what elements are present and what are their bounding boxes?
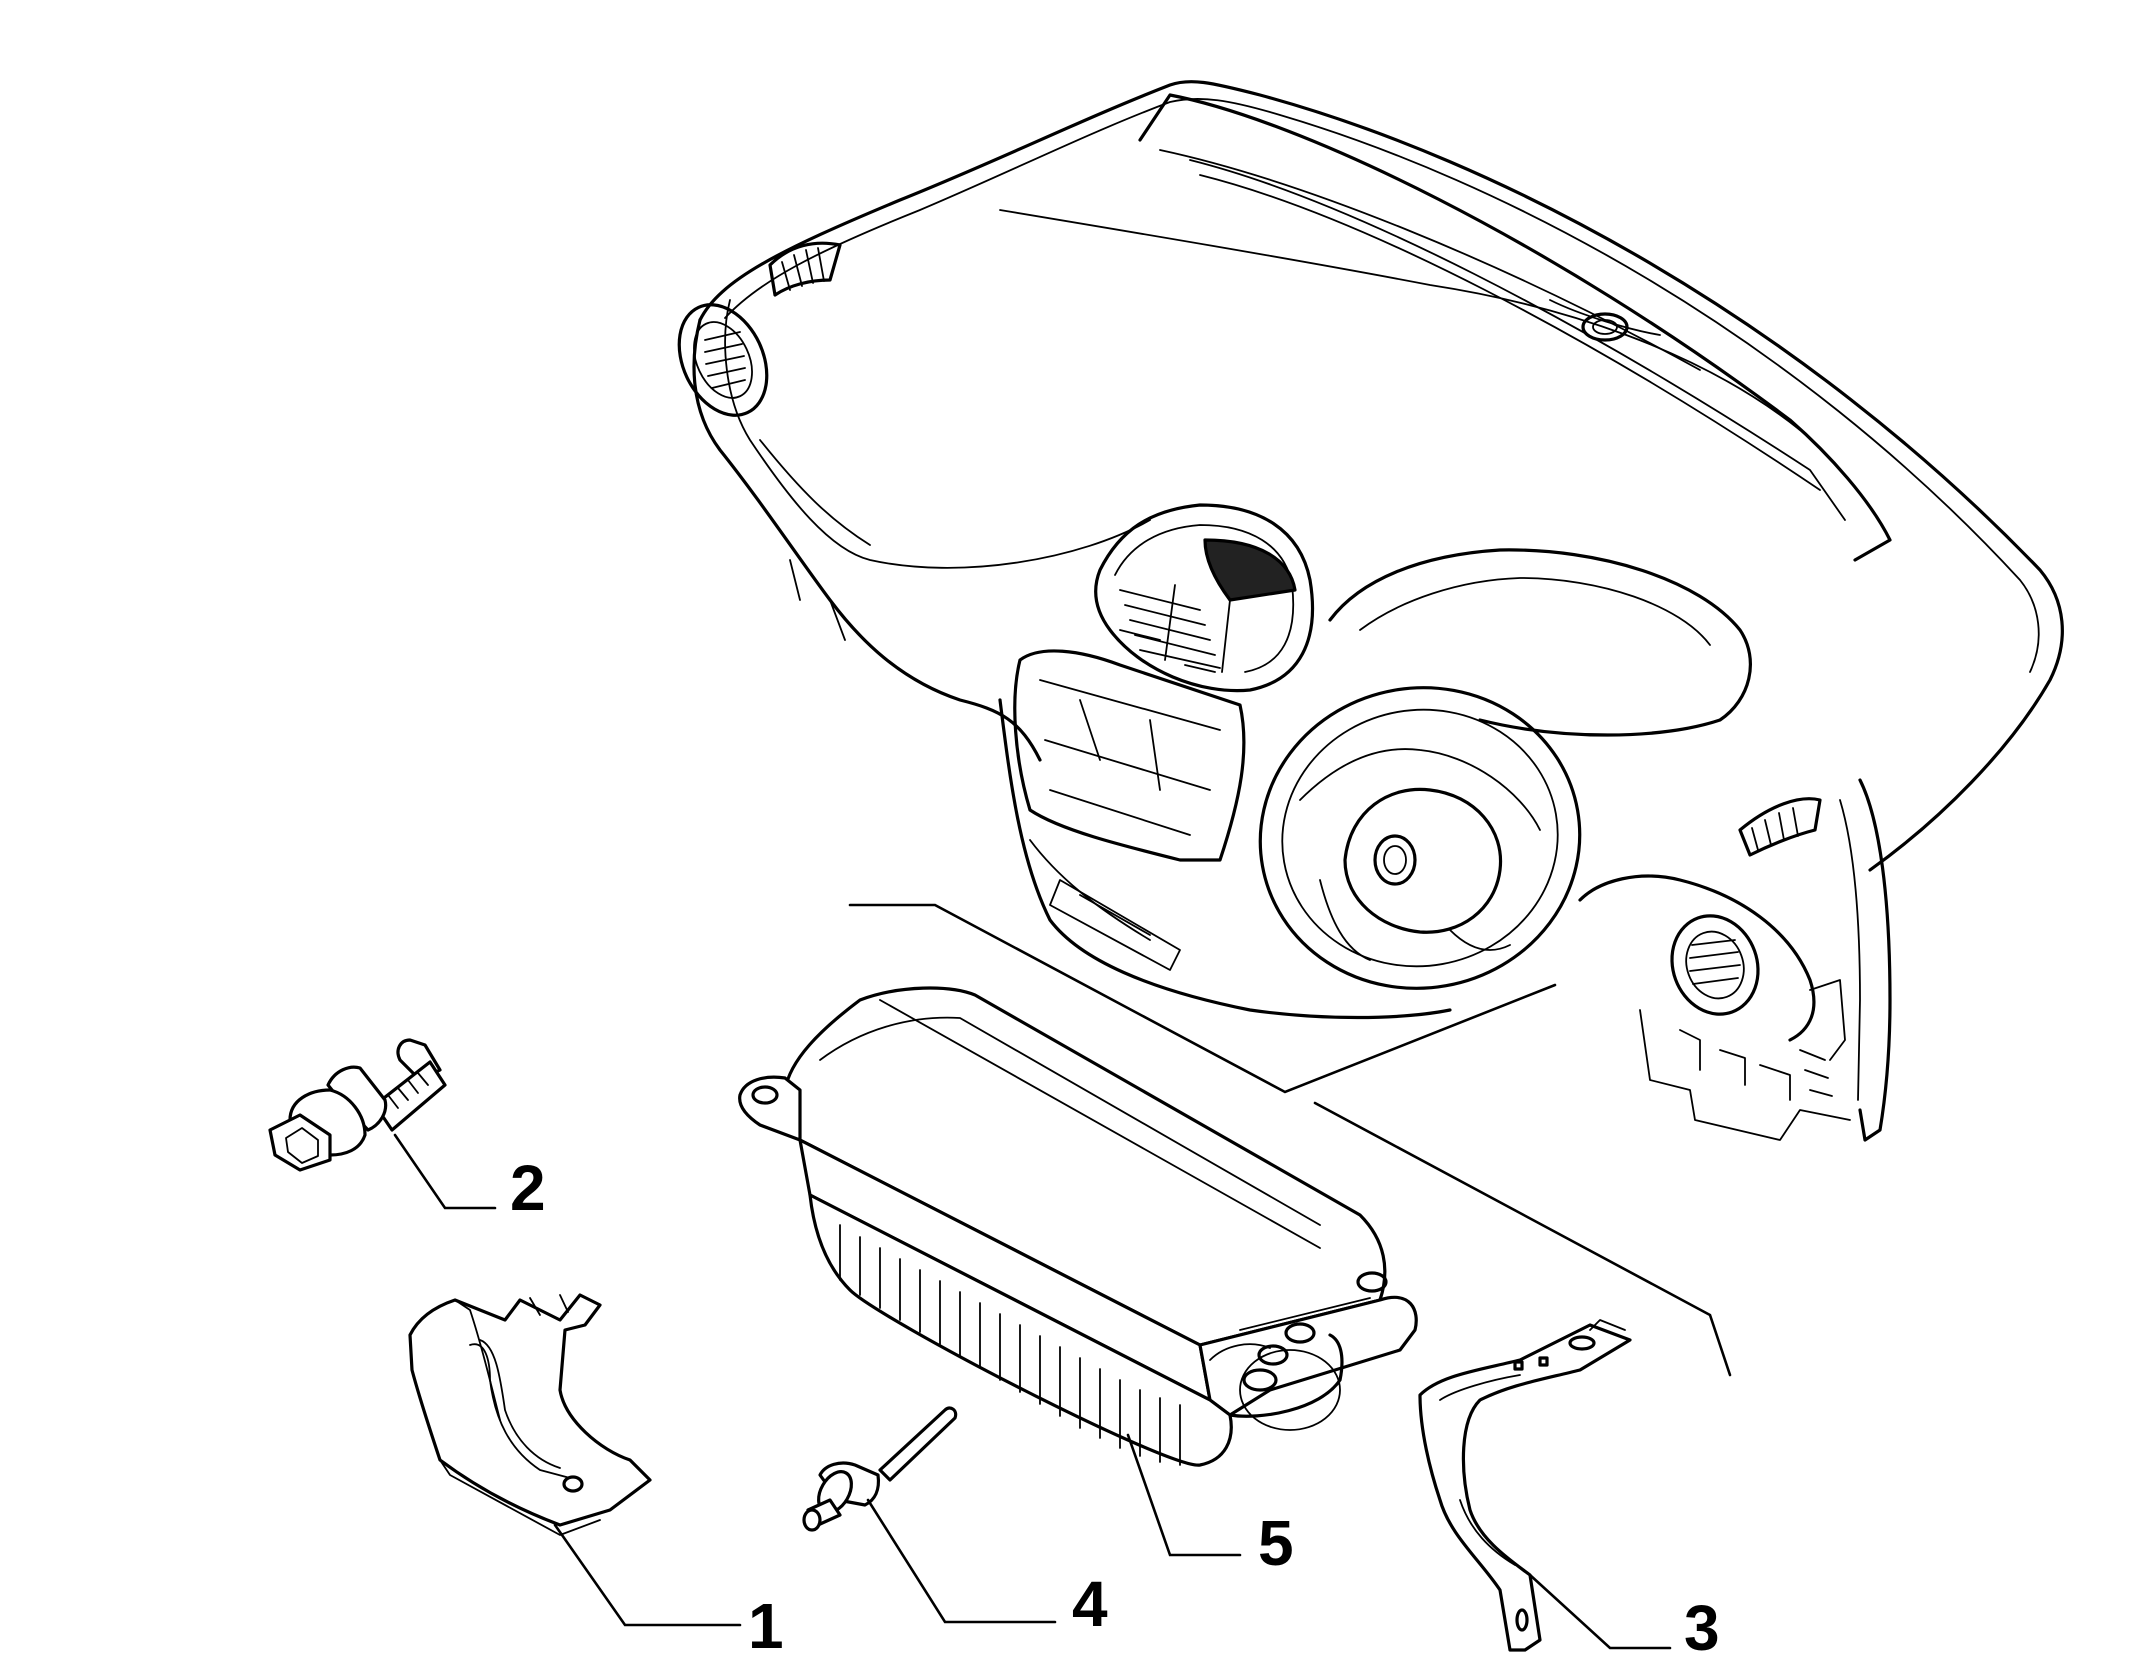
right-outer-vent-icon [1670,914,1760,1016]
callout-1: 1 [553,1523,784,1662]
callout-label-5: 5 [1258,1507,1294,1579]
hex-socket-screw-icon [268,1038,447,1172]
callout-label-3: 3 [1684,1592,1720,1664]
right-side-vent-icon [1738,797,1822,857]
blind-rivet-icon [802,1406,958,1532]
callout-4: 4 [866,1498,1108,1640]
callout-2: 2 [393,1133,546,1224]
callout-5: 5 [1126,1433,1294,1579]
dashboard-assembly-icon [677,80,2064,1142]
callout-label-2: 2 [510,1152,546,1224]
callout-label-1: 1 [748,1590,784,1662]
callout-label-4: 4 [1072,1568,1108,1640]
centre-vents-icon [1094,503,1315,693]
support-bracket-icon [1418,1319,1632,1652]
passenger-airbag-module-icon [738,986,1418,1467]
airbag-bracket-location-leader [1313,1101,1732,1377]
steering-wheel-icon [1258,686,1582,990]
centre-console-icon [1013,649,1246,971]
airbag-location-leader [848,903,1557,1094]
callout-3: 3 [1528,1573,1720,1664]
left-outer-vent-icon [677,303,769,417]
heat-shield-bracket-icon [408,1293,652,1536]
left-upper-vent-icon [768,241,842,297]
